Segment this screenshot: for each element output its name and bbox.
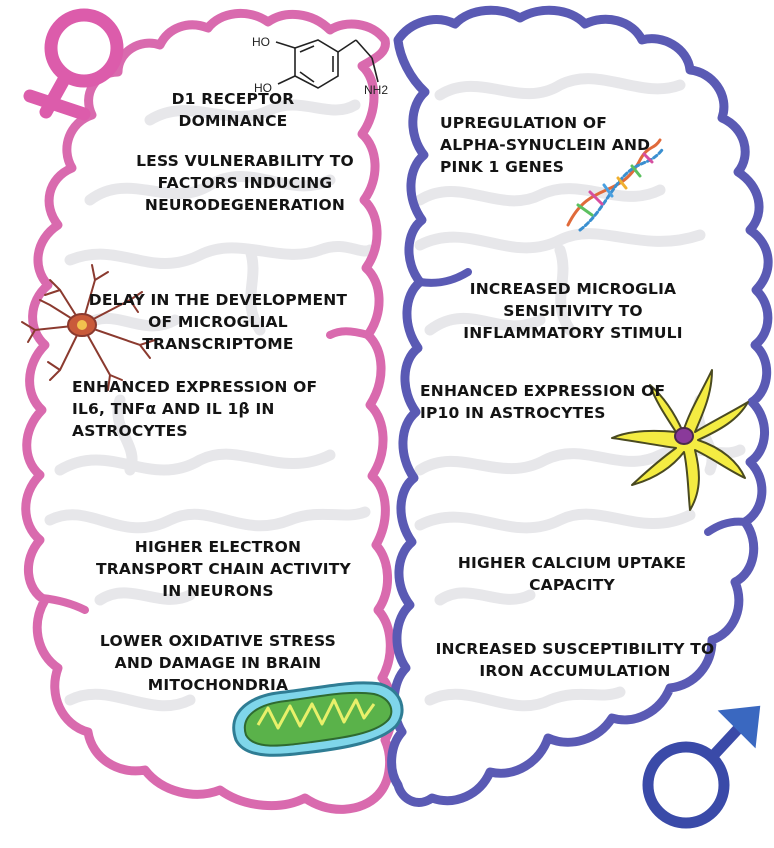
male-text-iron-accumulation: INCREASED SUSCEPTIBILITY TO IRON ACCUMUL… bbox=[435, 640, 715, 680]
astrocyte-cell-icon bbox=[611, 369, 749, 511]
female-text-less-vulnerability: LESS VULNERABILITY TO FACTORS INDUCING N… bbox=[136, 152, 354, 214]
female-text-enhanced-expression-il6: ENHANCED EXPRESSION OF IL6, TNFα AND IL … bbox=[72, 378, 318, 440]
mitochondrion-icon bbox=[232, 681, 404, 757]
male-text-microglia-sensitivity: INCREASED MICROGLIA SENSITIVITY TO INFLA… bbox=[463, 280, 683, 342]
male-text-ip10-astrocytes: ENHANCED EXPRESSION OF IP10 IN ASTROCYTE… bbox=[420, 382, 666, 422]
male-hemisphere-outline bbox=[387, 5, 773, 807]
male-symbol-icon bbox=[642, 705, 761, 829]
female-text-d1-receptor: D1 RECEPTOR DOMINANCE bbox=[171, 90, 295, 130]
ho-label-bottom: HO bbox=[254, 81, 272, 95]
male-text-calcium-uptake: HIGHER CALCIUM UPTAKE CAPACITY bbox=[457, 554, 687, 594]
female-text-electron-transport: HIGHER ELECTRON TRANSPORT CHAIN ACTIVITY… bbox=[96, 538, 351, 600]
female-text-microglial-transcriptome: DELAY IN THE DEVELOPMENT OF MICROGLIAL T… bbox=[88, 291, 348, 353]
right-hemisphere-gyri bbox=[414, 73, 746, 712]
female-text-oxidative-stress: LOWER OXIDATIVE STRESS AND DAMAGE IN BRA… bbox=[99, 632, 337, 694]
female-symbol-icon bbox=[23, 8, 124, 121]
male-text-alpha-synuclein: UPREGULATION OF ALPHA-SYNUCLEIN AND PINK… bbox=[440, 114, 651, 176]
dopamine-molecule-icon: HO HO NH2 bbox=[252, 35, 388, 97]
nh2-label: NH2 bbox=[364, 83, 388, 97]
dna-helix-icon bbox=[566, 138, 664, 232]
microglia-cell-icon bbox=[21, 264, 156, 391]
ho-label-top: HO bbox=[252, 35, 270, 49]
left-hemisphere-gyri bbox=[44, 99, 376, 712]
female-hemisphere-outline bbox=[21, 8, 397, 814]
